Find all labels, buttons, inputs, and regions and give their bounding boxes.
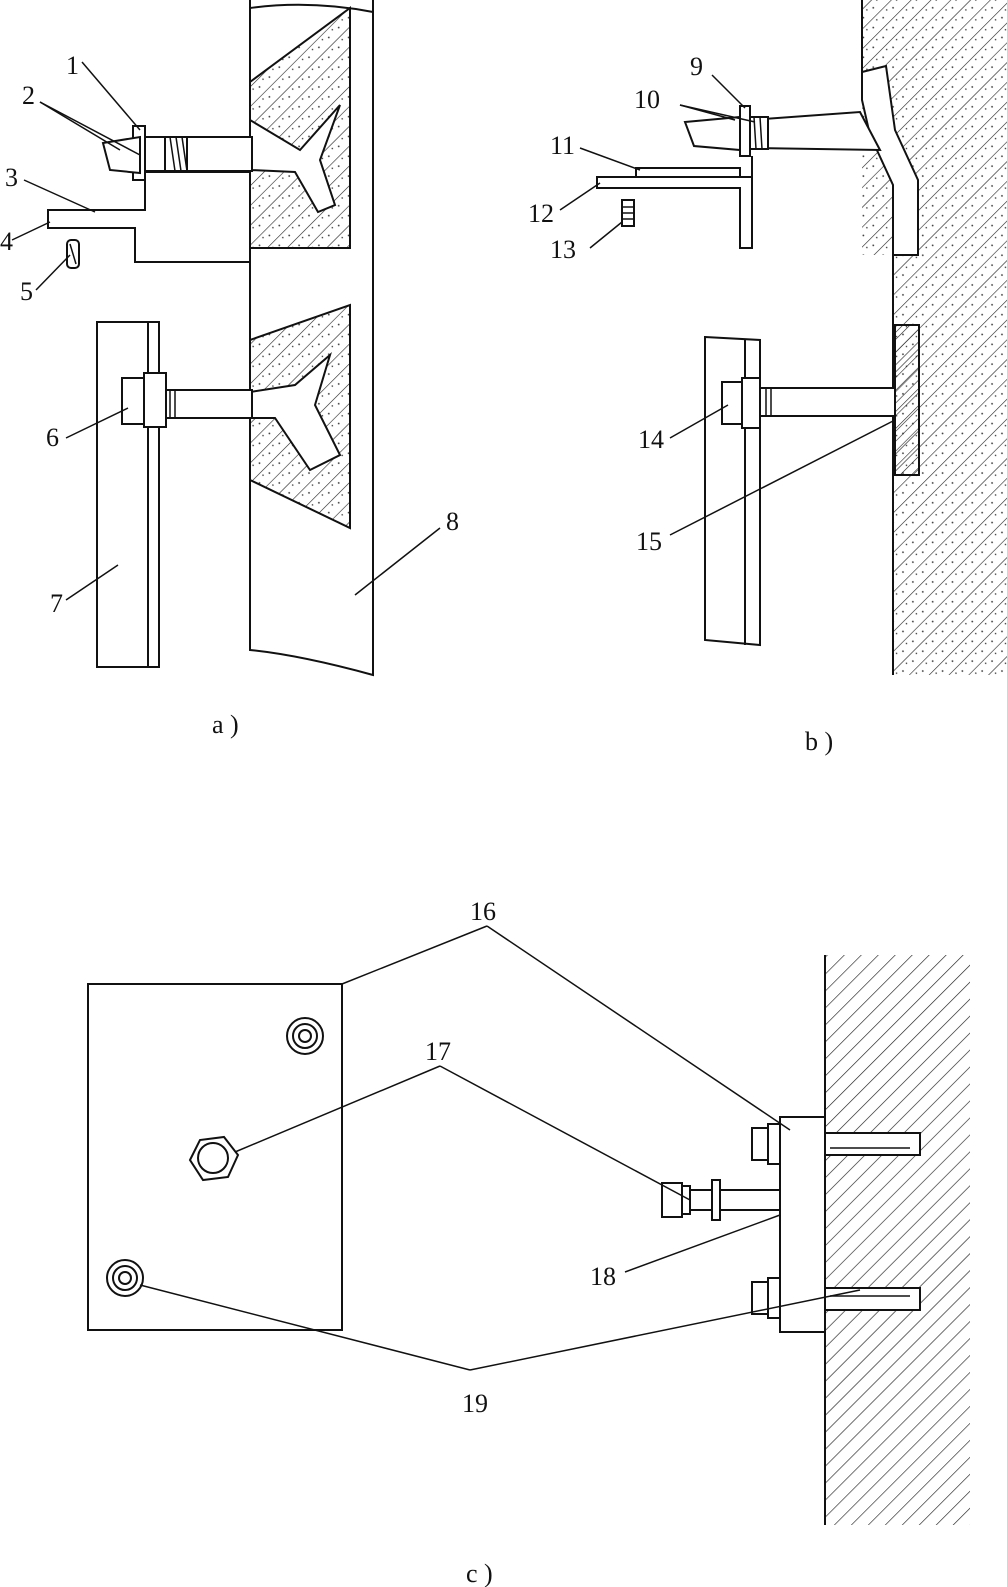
panel-captions: a ) b ) c ) [212, 710, 833, 1587]
lower-anchor-b [704, 335, 896, 647]
label-18: 18 [590, 1262, 616, 1291]
label-7: 7 [50, 589, 63, 618]
leaders-c [139, 925, 861, 1371]
upper-anchor-assembly [47, 125, 253, 269]
label-19: 19 [462, 1389, 488, 1418]
plate-side-view [661, 1116, 921, 1333]
concrete-column [249, 0, 374, 677]
label-9: 9 [690, 52, 703, 81]
label-3: 3 [5, 163, 18, 192]
part-labels: 1 2 3 4 5 6 7 8 9 10 11 12 13 14 15 16 1… [0, 51, 703, 1418]
label-13: 13 [550, 235, 576, 264]
label-14: 14 [638, 425, 664, 454]
label-5: 5 [20, 277, 33, 306]
plate-front-view [87, 983, 343, 1331]
label-11: 11 [550, 131, 575, 160]
concrete-wall-c [825, 955, 970, 1525]
caption-c: c ) [466, 1559, 493, 1587]
label-2: 2 [22, 81, 35, 110]
caption-a: a ) [212, 710, 239, 739]
leaders-a [11, 61, 441, 601]
label-4: 4 [0, 227, 13, 256]
lower-anchor-assembly [96, 321, 253, 668]
caption-b: b ) [805, 727, 833, 756]
panel-b [559, 0, 1007, 675]
label-15: 15 [636, 527, 662, 556]
label-10: 10 [634, 85, 660, 114]
upper-anchor-b [596, 105, 882, 249]
label-1: 1 [66, 51, 79, 80]
leaders-b [559, 74, 896, 536]
label-16: 16 [470, 897, 496, 926]
panel-a [11, 0, 441, 677]
label-6: 6 [46, 423, 59, 452]
label-12: 12 [528, 199, 554, 228]
label-17: 17 [425, 1037, 451, 1066]
label-8: 8 [446, 507, 459, 536]
panel-c [87, 925, 970, 1525]
